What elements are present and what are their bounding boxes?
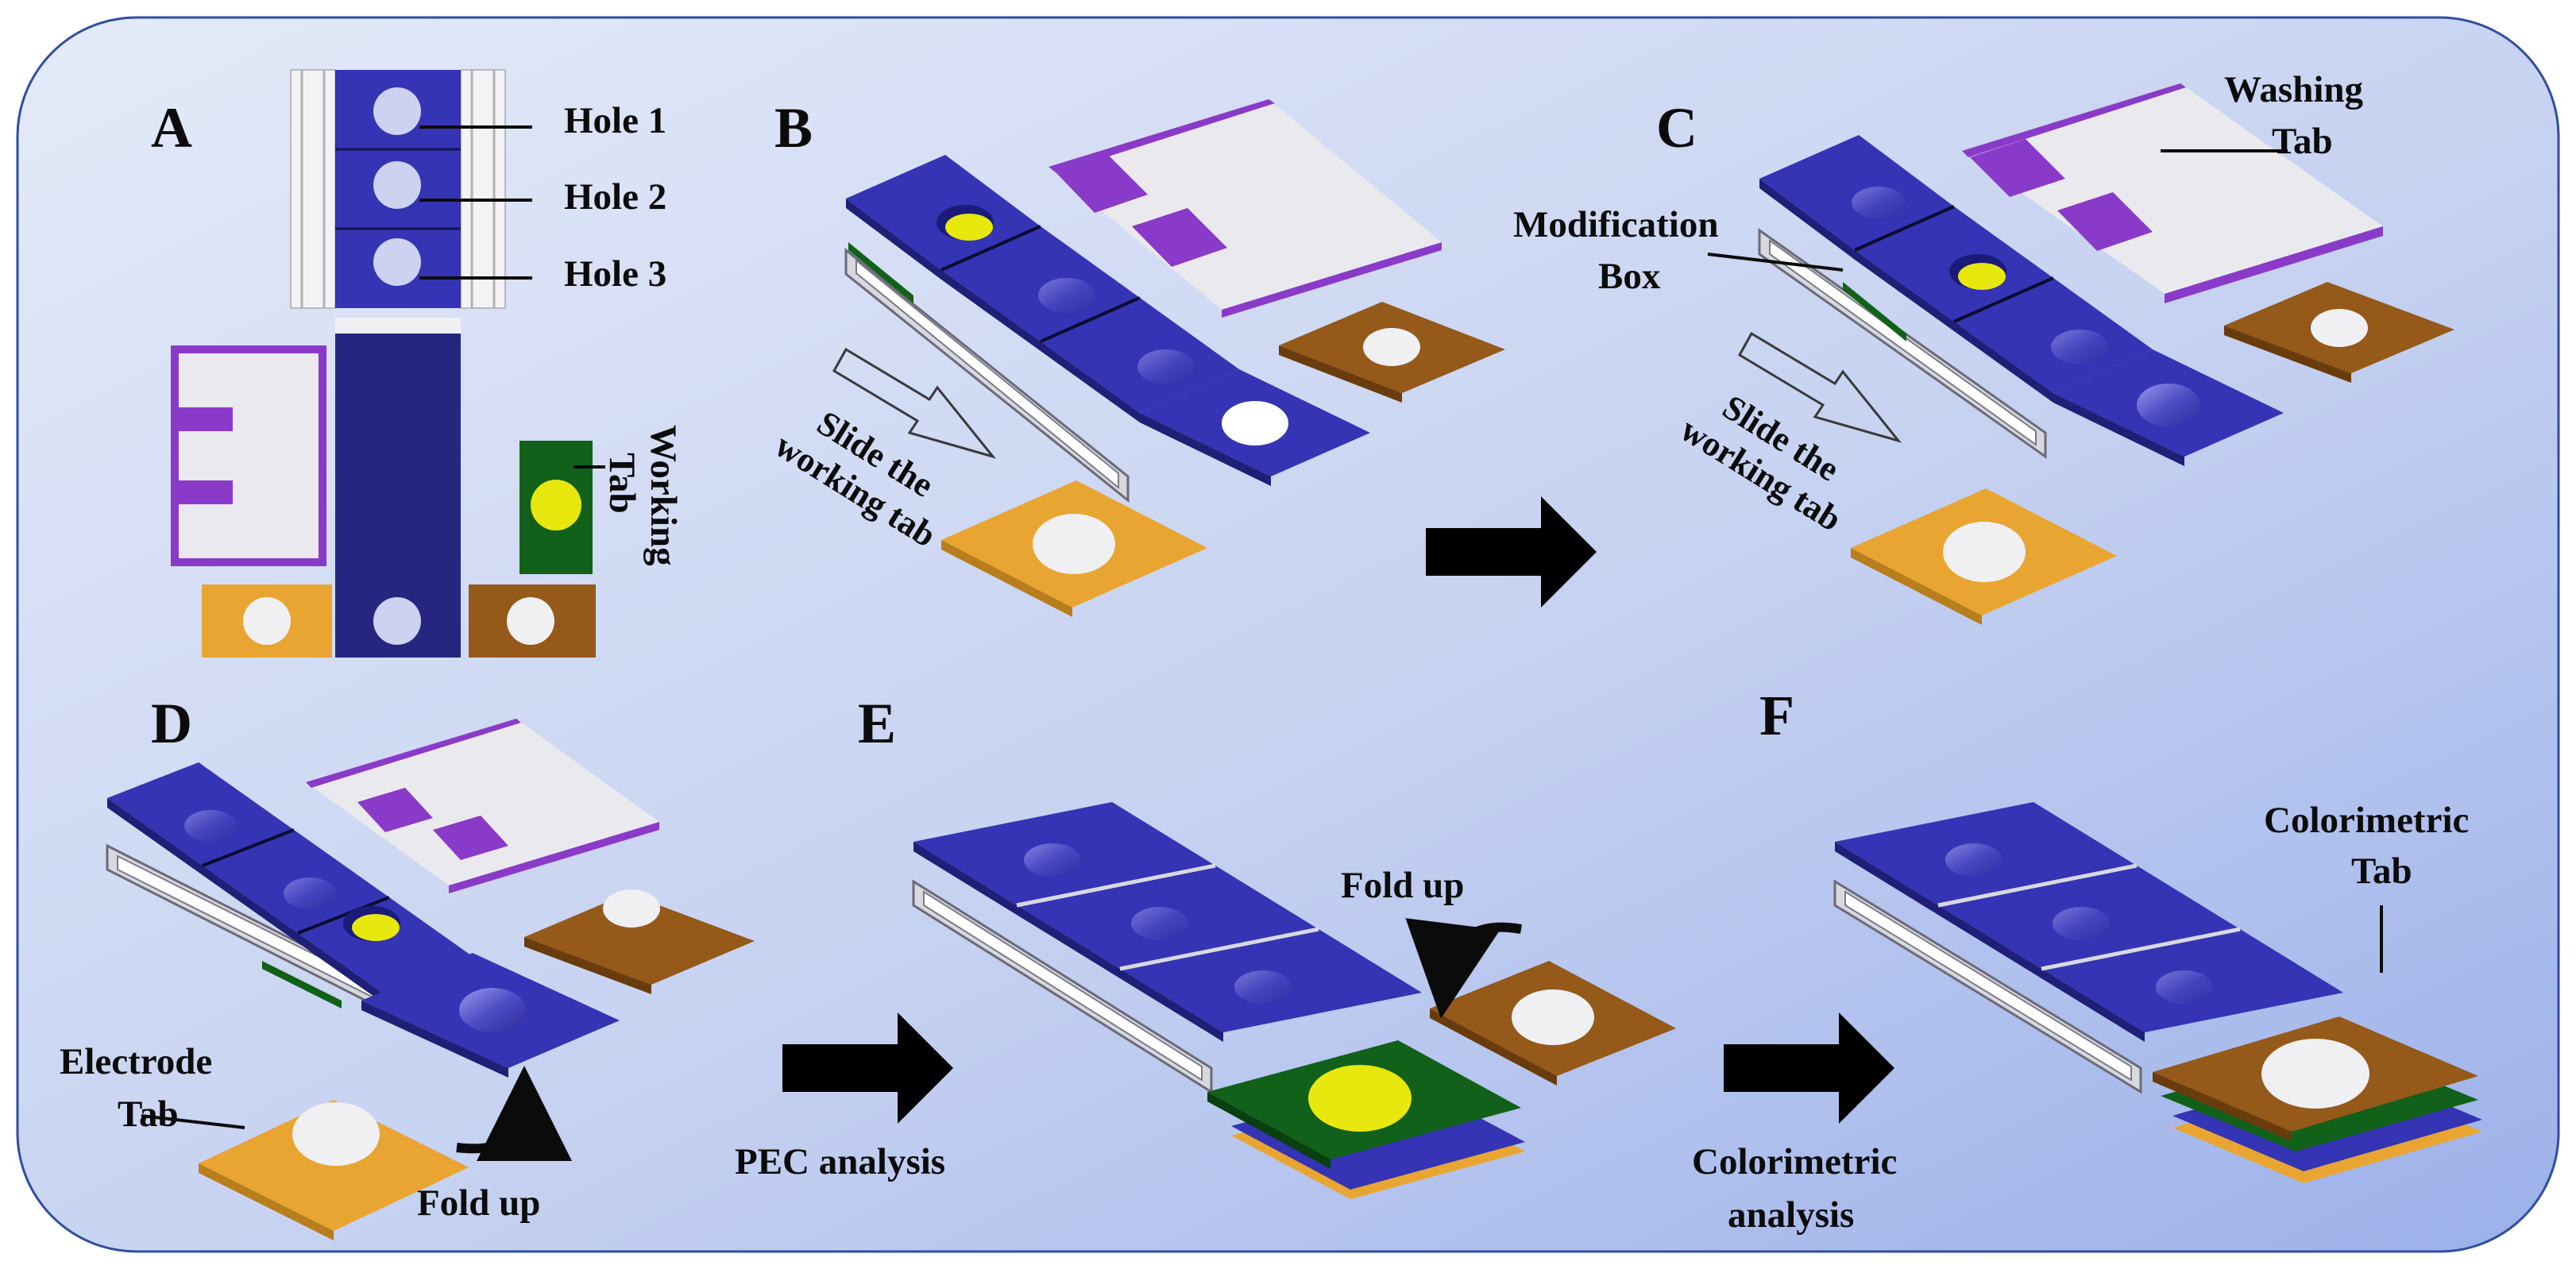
washing-tab-flat: [171, 345, 326, 566]
slide-arrow-b: [832, 347, 997, 459]
hole-3: [373, 238, 421, 286]
panel-label-c: C: [1656, 96, 1697, 160]
hole-2: [373, 161, 421, 209]
panel-c-device: [1758, 83, 2454, 625]
panel-label-f: F: [1759, 684, 1794, 747]
panel-label-a: A: [151, 96, 192, 160]
panel-label-d: D: [151, 692, 192, 755]
colorimetric-tab-label: Colorimetric: [2264, 800, 2469, 841]
modification-box-label-2: Box: [1598, 256, 1661, 297]
arrow-b-to-c: [1426, 496, 1597, 608]
fold-arrow-e: [1405, 918, 1523, 1019]
electrode-tab-label-2: Tab: [118, 1094, 179, 1135]
panel-label-b: B: [774, 96, 813, 160]
colorimetric-tab-label-2: Tab: [2351, 850, 2412, 892]
fold-up-label-e: Fold up: [1341, 865, 1464, 906]
hole-1-label: Hole 1: [564, 100, 666, 141]
panel-b-device: [844, 99, 1505, 617]
panel-label-e: E: [858, 692, 896, 755]
fold-up-label-d: Fold up: [417, 1182, 540, 1224]
electrode-tab-label: Electrode: [60, 1041, 212, 1082]
panel-a-device: [171, 69, 605, 658]
working-tab-label: Working Tab: [601, 425, 684, 566]
hole-2-label: Hole 2: [564, 176, 666, 218]
pec-analysis-label: PEC analysis: [735, 1141, 945, 1182]
colorimetric-analysis-label-2: analysis: [1728, 1194, 1854, 1236]
arrow-d-to-e: [782, 1012, 953, 1124]
arrow-e-to-f: [1724, 1012, 1894, 1124]
slide-arrow-c: [1737, 331, 1902, 443]
modification-box-label: Modification: [1513, 204, 1718, 245]
panel-f-device: [1833, 802, 2482, 1183]
washing-tab-label-2: Tab: [2272, 121, 2333, 162]
fold-arrow-d: [456, 1066, 572, 1162]
washing-tab-label: Washing: [2224, 69, 2364, 110]
svg-text:Working: Working: [643, 425, 684, 566]
hole-1: [373, 87, 421, 135]
hole-3-label: Hole 3: [564, 253, 666, 295]
colorimetric-analysis-label: Colorimetric: [1692, 1141, 1897, 1182]
svg-text:Tab: Tab: [601, 453, 643, 514]
panel-d-device: [106, 719, 755, 1240]
